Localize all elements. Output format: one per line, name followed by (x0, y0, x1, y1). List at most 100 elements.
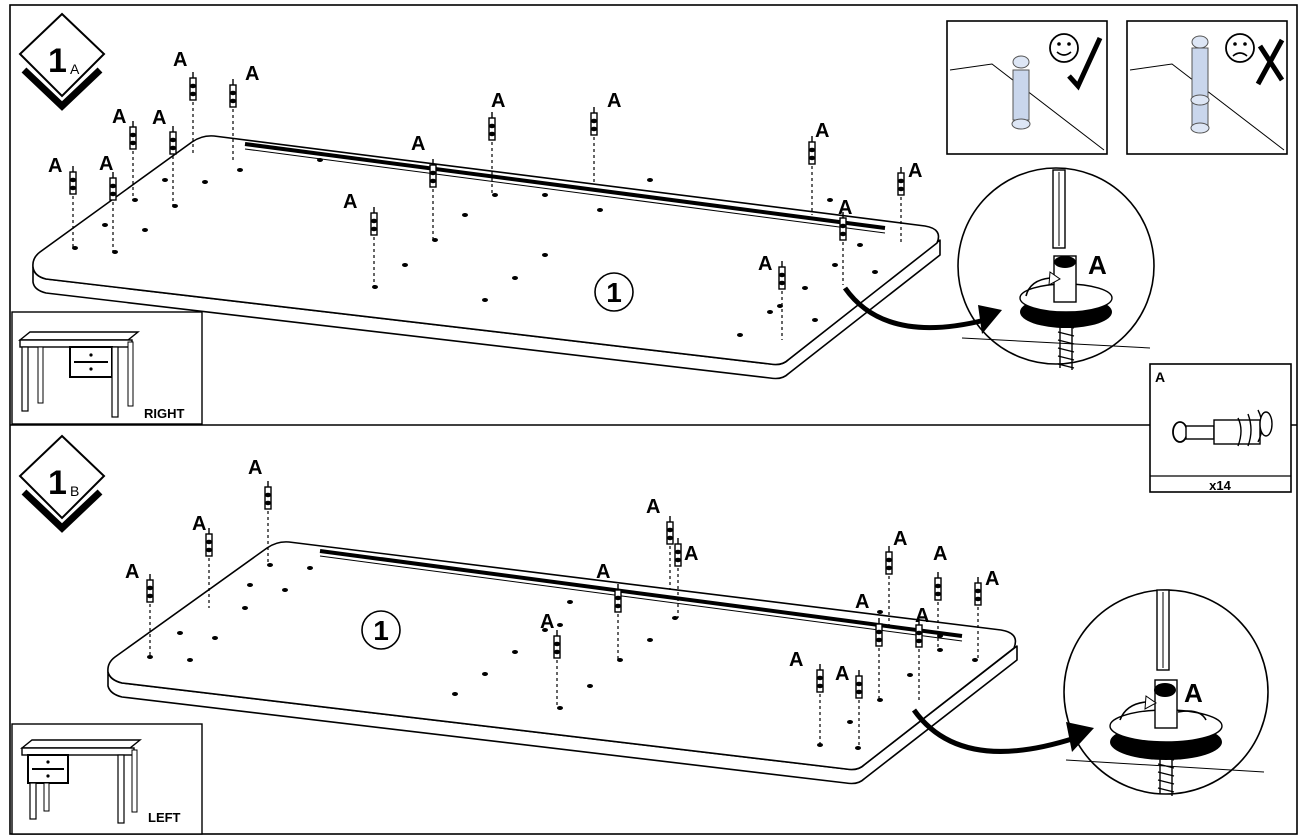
screw-label: A (173, 49, 187, 71)
step-1a-number: 1 (48, 42, 67, 80)
cam-screw-1a: A (758, 253, 786, 340)
curved-arrow-1a (842, 286, 1002, 334)
screw-label: A (125, 561, 139, 583)
hole-1a (482, 298, 488, 302)
hole-1b (855, 746, 861, 750)
hole-1a (372, 285, 378, 289)
screw-label: A (893, 528, 907, 550)
hole-1b (877, 698, 883, 702)
hole-1b (307, 566, 313, 570)
screw-label: A (48, 155, 62, 177)
hole-1b (452, 692, 458, 696)
screw-label: A (908, 160, 922, 182)
screw-label: A (245, 63, 259, 85)
screw-label: A (607, 90, 621, 112)
hole-1a (317, 158, 323, 162)
hole-1b (972, 658, 978, 662)
desk-label-right: RIGHT (144, 406, 185, 421)
board-1a (32, 135, 941, 380)
cam-screw-1a: A (838, 197, 852, 285)
part-number-1a: 1 (594, 272, 634, 312)
hole-1b (512, 650, 518, 654)
step-1b-sub: B (70, 483, 79, 499)
hole-1b (567, 600, 573, 604)
cam-screw-1a: A (112, 106, 137, 200)
hole-1b (877, 610, 883, 614)
hole-1b (242, 606, 248, 610)
hole-1a (872, 270, 878, 274)
step-1b-number: 1 (48, 464, 67, 502)
hole-1a (237, 168, 243, 172)
step-1a-sub: A (70, 61, 80, 77)
cam-screw-1b: A (885, 528, 907, 630)
hole-1a (142, 228, 148, 232)
screw-label: A (112, 106, 126, 128)
board-1b (107, 541, 1018, 785)
screw-label: A (99, 153, 113, 175)
cam-screw-1b: A (674, 538, 698, 618)
hole-1b (212, 636, 218, 640)
hole-1a (402, 263, 408, 267)
holes-1a (72, 158, 878, 337)
part-number-1b: 1 (361, 610, 401, 650)
screw-label: A (596, 561, 610, 583)
hole-1a (202, 180, 208, 184)
cam-screw-1a: A (808, 120, 829, 215)
hole-1a (162, 178, 168, 182)
cam-screw-1a: A (411, 133, 437, 240)
hole-1b (282, 588, 288, 592)
hole-1a (767, 310, 773, 314)
part-number-1a-text: 1 (606, 277, 622, 308)
hole-1b (267, 563, 273, 567)
zoom-1b-label: A (1184, 678, 1203, 708)
cam-screw-1a: A (173, 49, 197, 155)
desk-icon-left: LEFT (11, 723, 203, 835)
cam-bolt-icon (1172, 409, 1273, 447)
hole-1b (557, 706, 563, 710)
step-1b-badge: 1 B (18, 434, 106, 533)
cam-screw-1a: A (99, 153, 117, 252)
hole-1a (512, 276, 518, 280)
hardware-box: A x14 (1149, 363, 1292, 493)
cam-screw-1b: A (974, 568, 999, 660)
hole-1b (557, 623, 563, 627)
hole-1b (187, 658, 193, 662)
hole-1b (907, 673, 913, 677)
screw-label: A (815, 120, 829, 142)
holes-1b (147, 563, 978, 750)
screw-label: A (933, 543, 947, 565)
hole-1a (462, 213, 468, 217)
cam-screw-1a: A (343, 191, 378, 287)
hole-1a (647, 178, 653, 182)
cam-screw-1a: A (590, 90, 621, 185)
cam-screw-1b: A (915, 605, 929, 700)
hole-1b (672, 616, 678, 620)
hole-1a (737, 333, 743, 337)
hole-1a (832, 263, 838, 267)
cam-screw-1b: A (192, 513, 213, 608)
screw-label: A (248, 457, 262, 479)
hole-1b (542, 628, 548, 632)
cam-screw-1b: A (596, 561, 622, 660)
cam-screw-1b: A (835, 663, 863, 748)
cam-screw-1b: A (646, 496, 674, 590)
hole-1a (492, 193, 498, 197)
cam-screw-1b: A (855, 591, 883, 700)
hole-1a (827, 198, 833, 202)
part-number-1b-text: 1 (373, 615, 389, 646)
incorrect-install-panel (1126, 20, 1288, 155)
screw-label: A (684, 543, 698, 565)
hole-1b (247, 583, 253, 587)
zoom-detail-1a: A (957, 167, 1155, 370)
cam-screw-1b: A (125, 561, 154, 657)
hole-1a (812, 318, 818, 322)
hole-1a (802, 286, 808, 290)
hole-1a (542, 193, 548, 197)
zoom-detail-1b: A (1063, 589, 1269, 796)
hardware-quantity: x14 (1209, 478, 1231, 493)
